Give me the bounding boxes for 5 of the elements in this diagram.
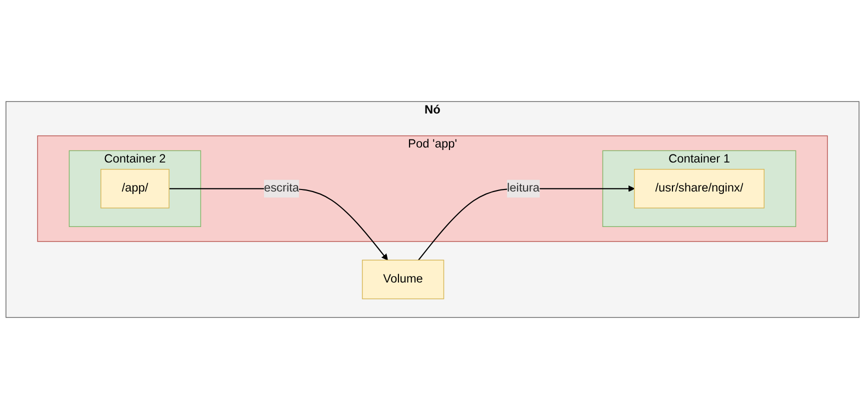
node-box: /usr/share/nginx/ [634,168,764,208]
edge-label: leitura [507,182,540,195]
node-box: /app/ [100,168,170,208]
node-box: Volume [362,260,444,300]
edge-label: escrita [264,182,300,195]
